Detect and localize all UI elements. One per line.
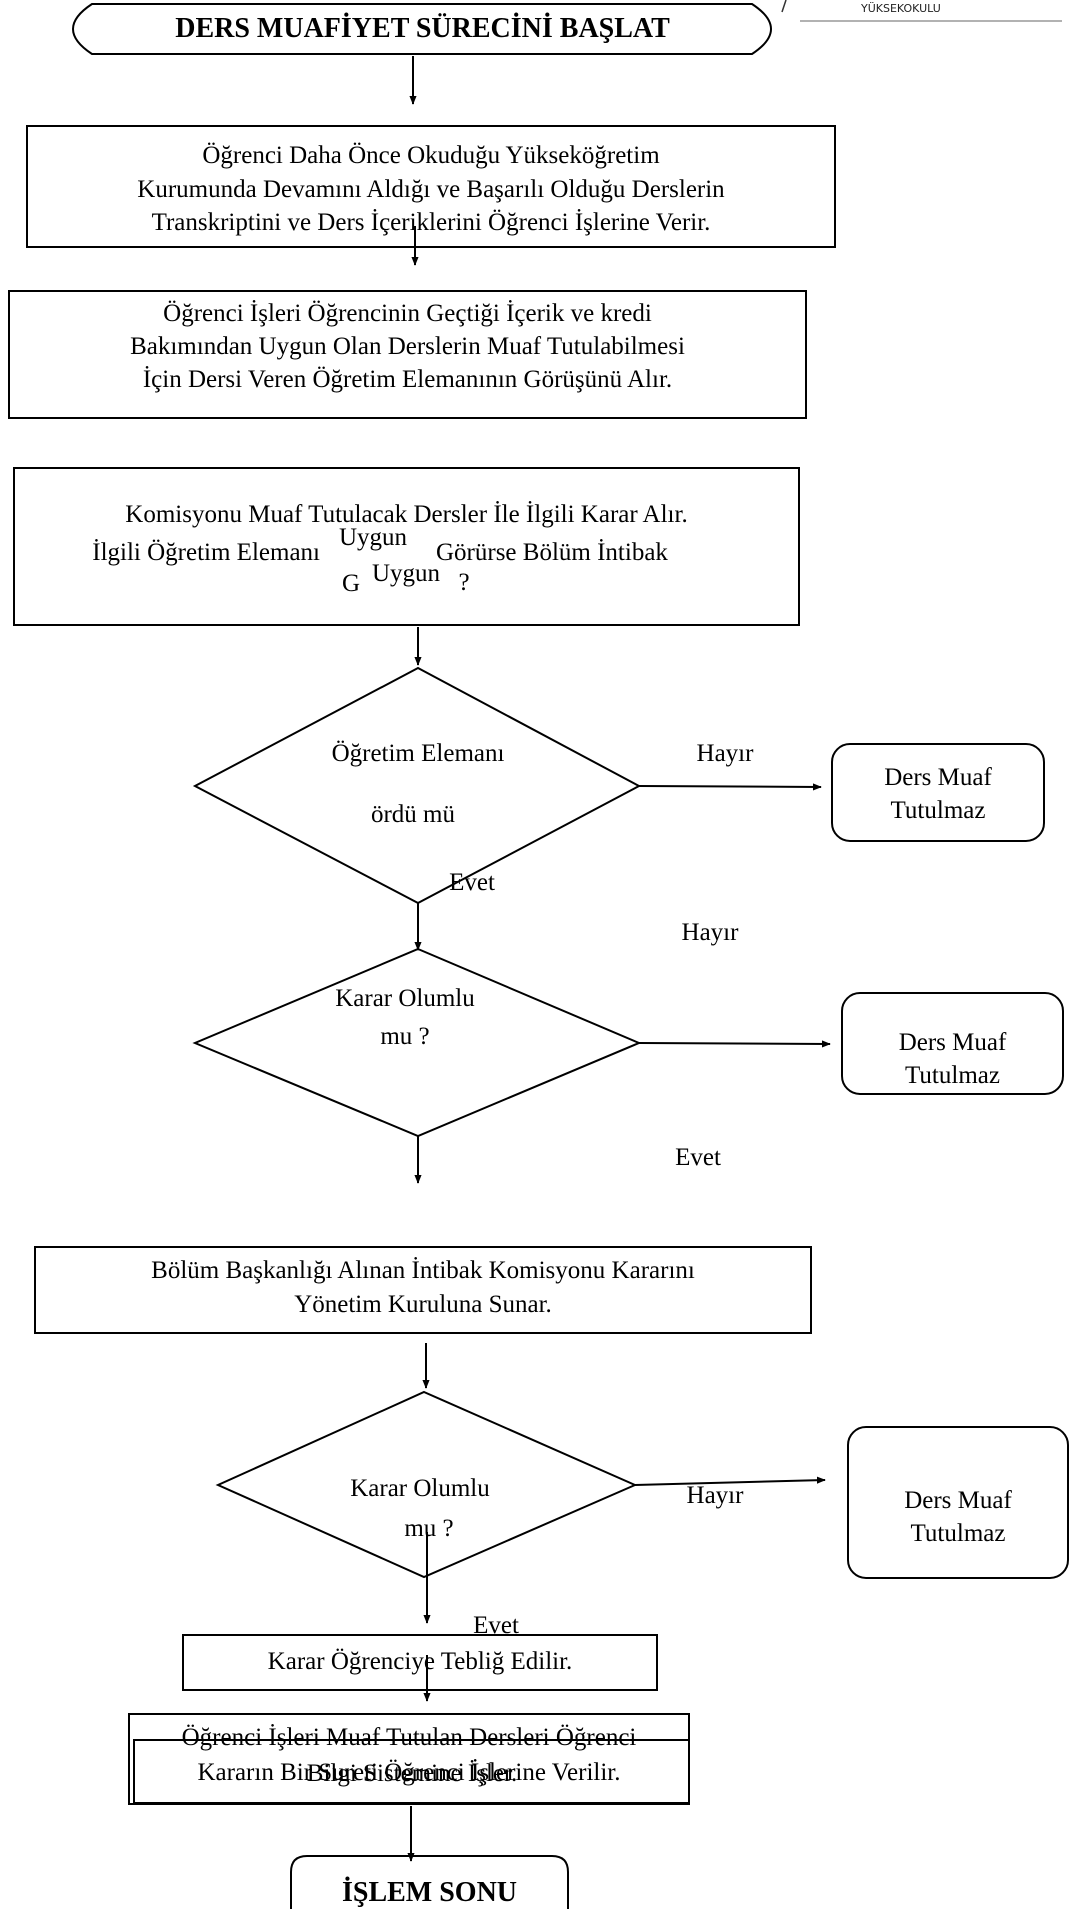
step6-line-1: Öğrenci İşleri Muaf Tutulan Dersleri Öğr… [181,1724,637,1751]
step3-question: ? [458,569,470,596]
step3-uygun-lower: Uygun [371,560,441,587]
step1-line-3: Transkriptini ve Ders İçeriklerini Öğren… [151,209,711,236]
decision2-no-label: Hayır [681,919,739,946]
step3-uygun-upper: Uygun [338,524,408,551]
step2-line-3: İçin Dersi Veren Öğretim Elemanının Görü… [142,366,673,393]
step3-line-2a: İlgili Öğretim Elemanı [92,539,320,566]
outcome3-box [847,1426,1069,1579]
step4-line-1: Bölüm Başkanlığı Alınan İntibak Komisyon… [151,1257,695,1284]
decision3-yes-label: Evet [473,1612,519,1639]
arrow-decision3-no [634,1476,826,1486]
step3-line-2b: Görürse Bölüm İntibak [436,539,668,566]
outcome2-line-2: Tutulmaz [905,1062,1000,1089]
step2-line-2: Bakımından Uygun Olan Derslerin Muaf Tut… [130,333,685,360]
decision1-yes-label: Evet [449,869,495,896]
end-label: İŞLEM SONU [341,1877,518,1908]
decision2-line-1: Karar Olumlu [335,985,475,1012]
step1-box [26,125,836,248]
step4-box [34,1246,812,1334]
step2-box [8,290,807,419]
step4-line-2: Yönetim Kuruluna Sunar. [294,1291,552,1318]
decision1-line-1: Öğretim Elemanı [331,740,505,767]
outcome3-line-1: Ders Muaf [904,1487,1012,1514]
arrow-decision1-no [638,783,822,791]
step6-line-2: Kararın Bir Sureti Öğrenci İşlerine Veri… [197,1759,621,1786]
step1-line-2: Kurumunda Devamını Aldığı ve Başarılı Ol… [137,176,725,203]
decision1-line-2: ördü mü [370,801,456,828]
decision3-no-label: Hayır [686,1482,744,1509]
step6-box-inner [133,1739,690,1804]
outcome1-box [831,743,1045,842]
arrow-decision2-no [638,1040,831,1048]
decision2-line-2: mu ? [380,1023,430,1050]
step2-line-1: Öğrenci İşleri Öğrencinin Geçtiği İçerik… [163,300,652,327]
start-terminator [72,3,772,55]
step3-g: G [341,570,361,597]
outcome1-line-1: Ders Muaf [884,764,992,791]
logo-fragment [781,0,787,13]
decision1-diamond [192,666,642,905]
decision3-diamond [215,1390,638,1579]
outcome3-line-2: Tutulmaz [910,1520,1006,1547]
outcome1-line-2: Tutulmaz [890,797,986,824]
decision3-line-2: mu ? [404,1515,454,1542]
step3-line-1: Komisyonu Muaf Tutulacak Dersler İle İlg… [125,501,688,528]
outcome2-box [841,992,1064,1095]
step5-label: Karar Öğrenciye Tebliğ Edilir. [267,1648,573,1675]
end-terminator [290,1855,569,1909]
start-label: DERS MUAFİYET SÜRECİNİ BAŞLAT [175,13,670,44]
decision2-yes-label: Evet [675,1144,721,1171]
logo-text: YÜKSEKOKULU [861,2,941,15]
outcome2-line-1: Ders Muaf [898,1029,1007,1056]
decision1-no-label: Hayır [696,740,754,767]
decision3-line-1: Karar Olumlu [350,1475,490,1502]
step1-line-1: Öğrenci Daha Önce Okuduğu Yükseköğretim [202,142,660,169]
step3-box [13,467,800,626]
step5-box [182,1634,658,1691]
step6-overlay: Bilgi Sistemine İşler. [306,1760,518,1787]
